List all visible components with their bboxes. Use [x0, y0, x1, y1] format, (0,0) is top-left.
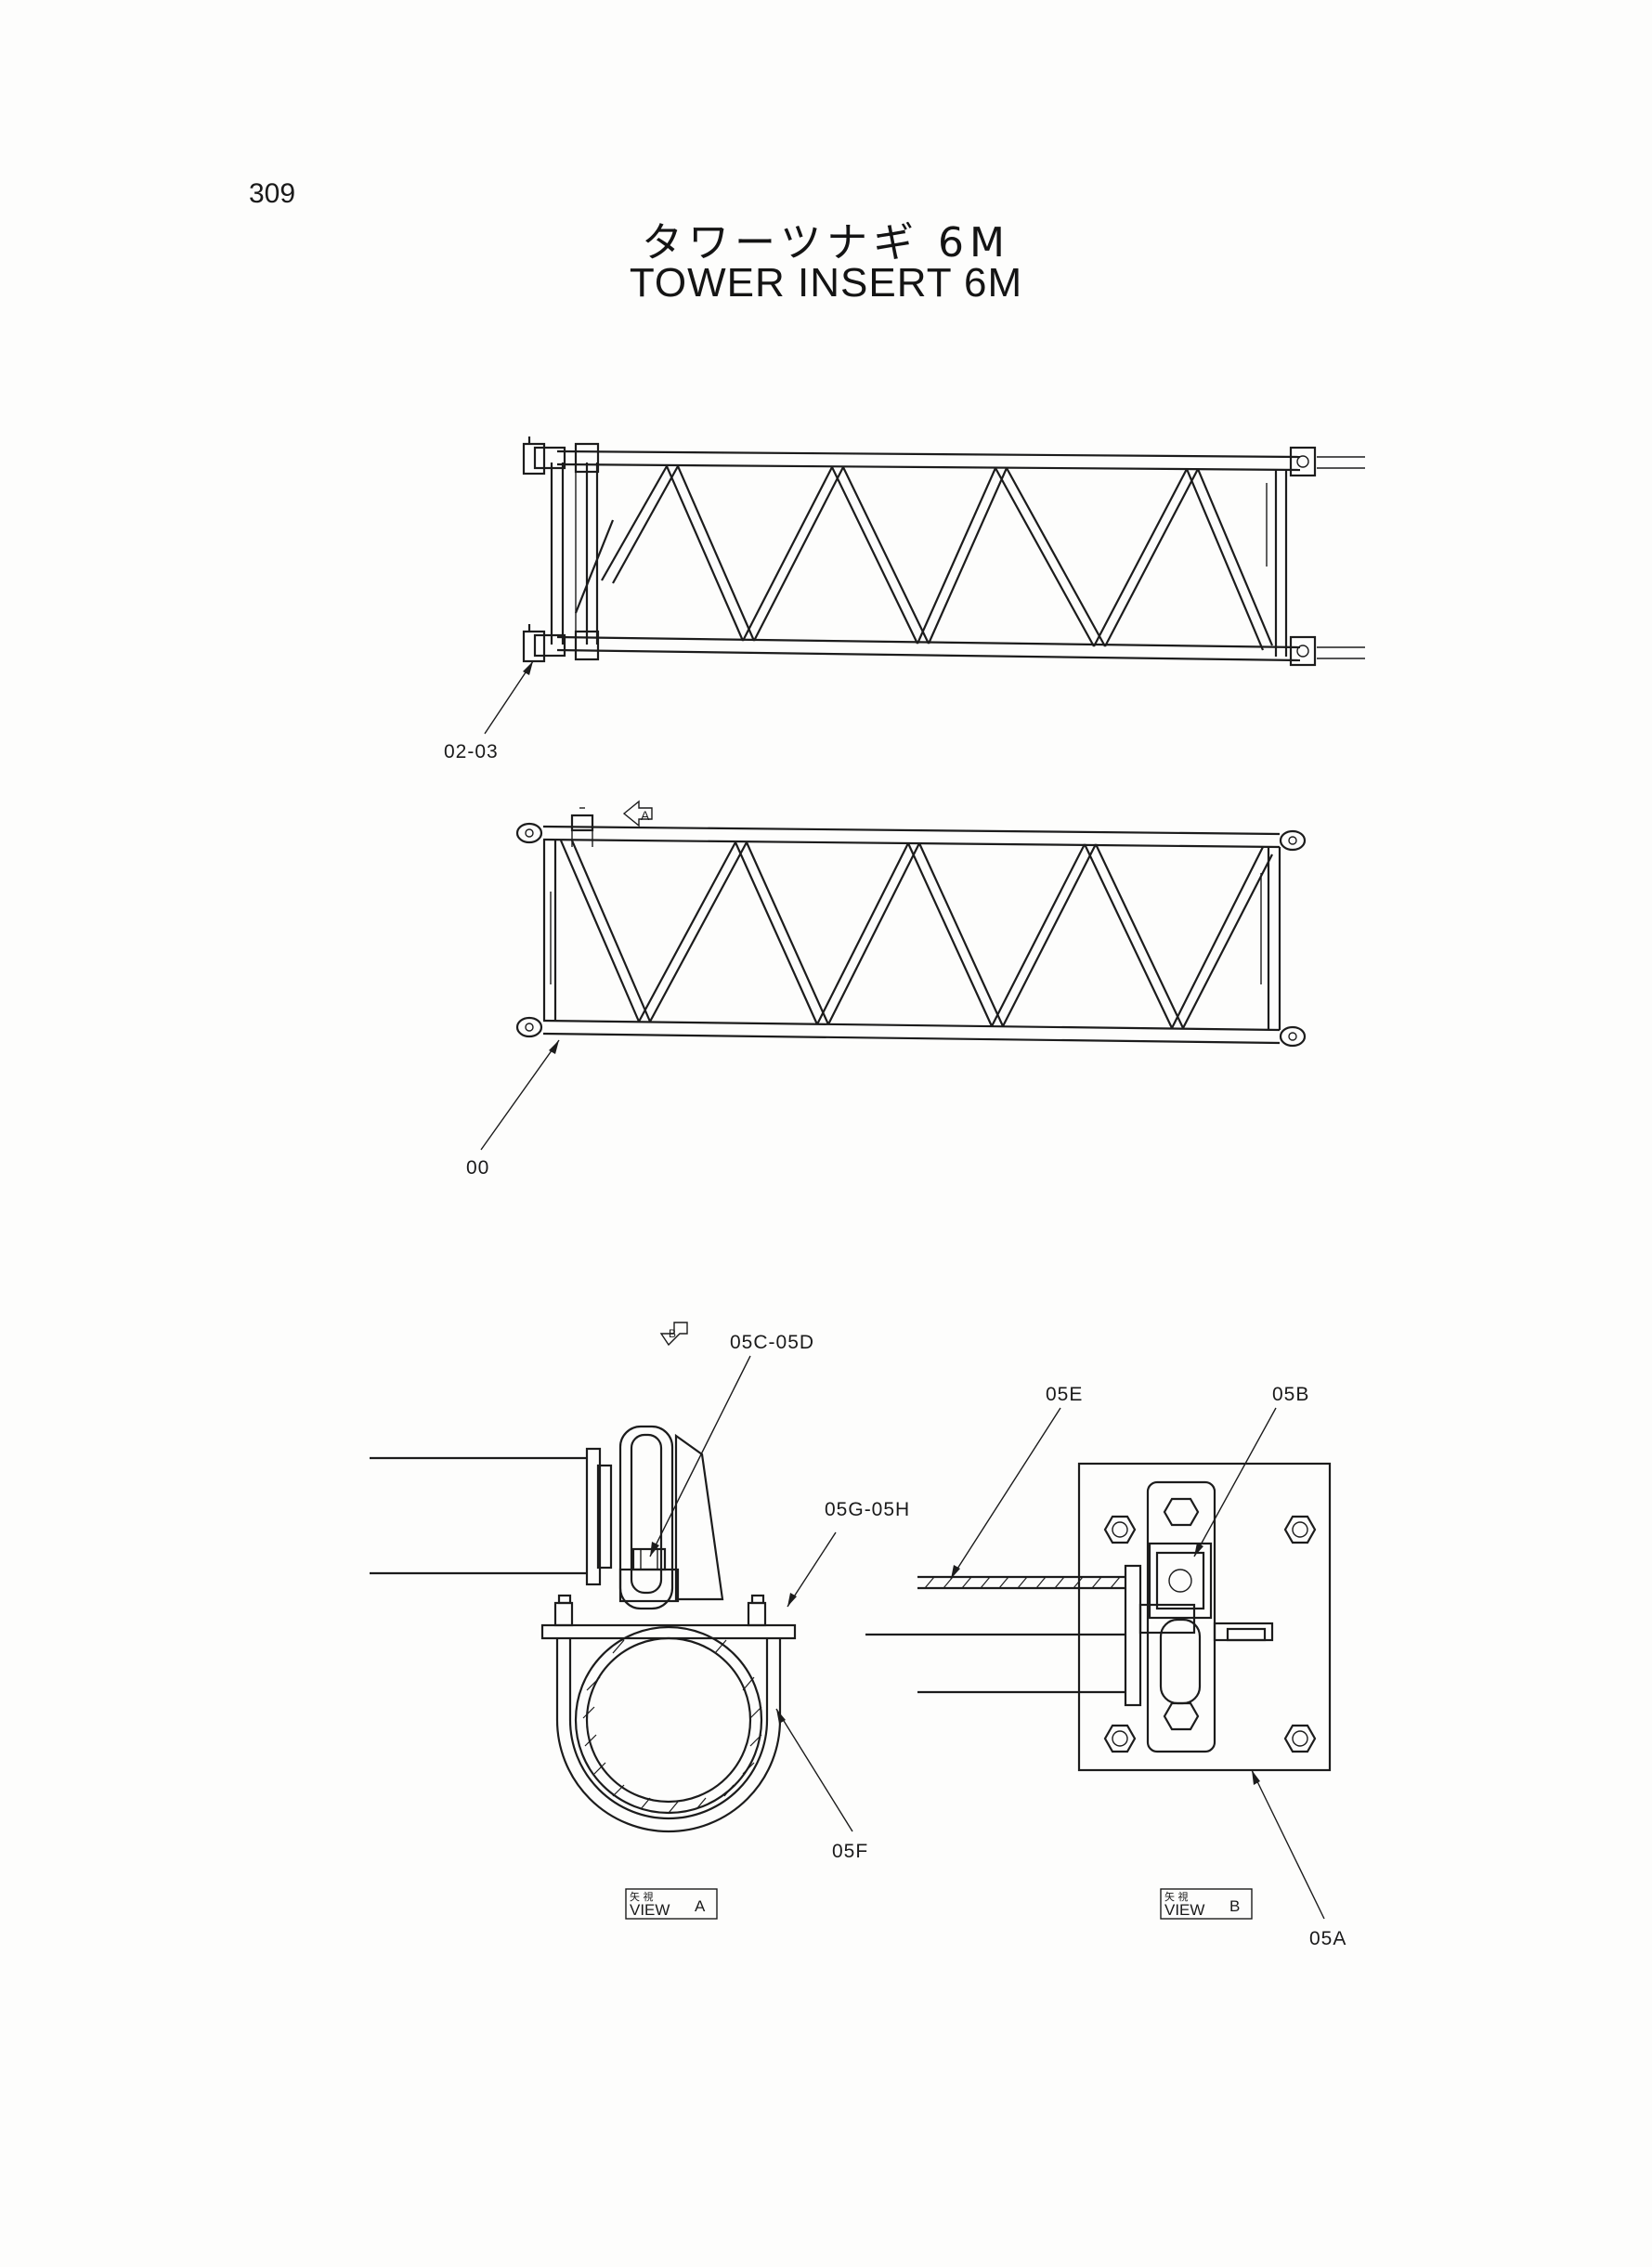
- callout-00: 00: [466, 1039, 560, 1179]
- title-japanese: タワーツナギ 6M: [641, 219, 1011, 267]
- hex-bolt: [1283, 1515, 1317, 1544]
- callout-05f: 05F: [775, 1708, 868, 1862]
- hex-bolt: [1103, 1724, 1137, 1753]
- view-a-detail: B: [370, 1322, 797, 1833]
- callout-05g-05h: 05G-05H: [787, 1499, 910, 1608]
- view-b-label: 矢 視 VIEW B: [1160, 1888, 1253, 1920]
- svg-text:矢 視: 矢 視: [1164, 1890, 1189, 1903]
- callout-label: 05E: [1046, 1384, 1083, 1405]
- callout-05e: 05E: [950, 1384, 1083, 1580]
- svg-text:A: A: [695, 1897, 706, 1915]
- callout-label: 05A: [1309, 1928, 1346, 1949]
- svg-text:矢 視: 矢 視: [630, 1890, 654, 1903]
- callout-label: 00: [466, 1157, 489, 1179]
- callout-05c-05d: 05C-05D: [649, 1332, 814, 1557]
- svg-text:B: B: [1229, 1897, 1240, 1915]
- view-a-label: 矢 視 VIEW A: [625, 1888, 718, 1920]
- view-b-marker-letter: B: [669, 1327, 676, 1340]
- callout-label: 05G-05H: [825, 1499, 910, 1520]
- callout-05b: 05B: [1193, 1384, 1309, 1557]
- callout-02-03: 02-03: [444, 660, 534, 762]
- hex-bolt: [1103, 1515, 1137, 1544]
- callout-label: 05B: [1272, 1384, 1309, 1405]
- callout-label: 05F: [832, 1841, 868, 1862]
- view-a-marker: A: [622, 800, 653, 827]
- top-truss-elevation: [522, 436, 1365, 667]
- middle-truss-plan: [515, 807, 1307, 1048]
- svg-text:VIEW: VIEW: [1164, 1901, 1204, 1919]
- title-english: TOWER INSERT 6M: [629, 260, 1023, 306]
- callout-label: 05C-05D: [730, 1332, 814, 1353]
- page-number: 309: [249, 178, 296, 209]
- hex-bolt: [1283, 1724, 1317, 1753]
- view-b-detail: [865, 1462, 1332, 1772]
- view-a-marker-letter: A: [641, 808, 650, 823]
- callout-label: 02-03: [444, 741, 499, 762]
- svg-text:VIEW: VIEW: [630, 1901, 670, 1919]
- callout-05a: 05A: [1251, 1769, 1346, 1949]
